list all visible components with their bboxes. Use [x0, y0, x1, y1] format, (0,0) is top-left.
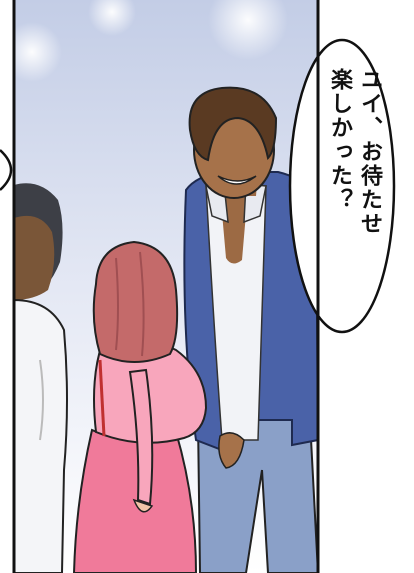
woman-figure [72, 240, 208, 573]
light-glow [2, 22, 62, 82]
right-man-figure [183, 86, 320, 573]
speech-bubble [288, 38, 396, 334]
speech-bubble-text: ユイ、お待たせ 楽しかった？ [300, 68, 384, 318]
left-man-figure [13, 183, 68, 573]
light-glow [208, 0, 288, 60]
light-glow [88, 0, 136, 36]
speech-bubble-fragment [0, 149, 13, 191]
speech-line-2: 楽しかった？ [327, 68, 352, 212]
speech-line-1: ユイ、お待たせ [357, 68, 382, 236]
